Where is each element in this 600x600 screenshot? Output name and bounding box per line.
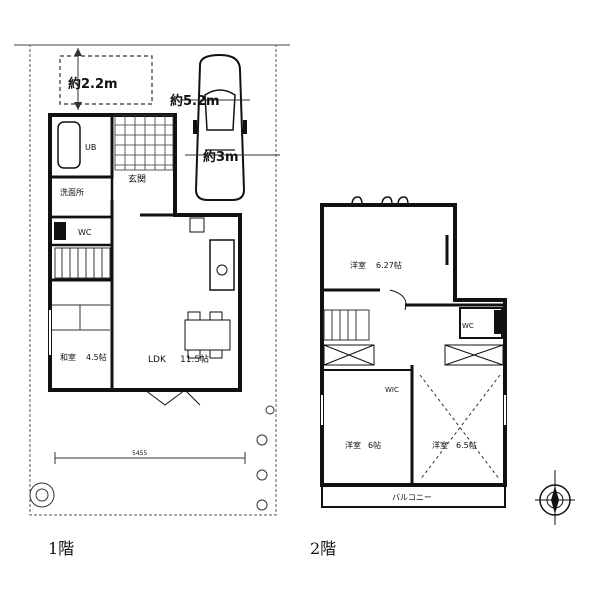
dashed-cross [419,374,501,481]
car-icon [193,53,247,201]
room-2f-top-label: 洋室 [350,260,366,270]
wc-label-2f: WC [462,322,474,330]
room-2f-top-size: 6.27帖 [376,260,402,270]
dim-top-width: 約2.2m [68,76,118,92]
fridge-icon [189,217,205,233]
parking-area-rect [59,55,153,105]
balcony [321,484,506,508]
floor-2-plan: 洋室 6.27帖 WC WIC 洋室 6帖 洋室 6 [320,196,507,508]
ldk-size: 11.5帖 [180,353,209,365]
room-2f-right-size: 6.5帖 [456,440,477,450]
floor-1-label: 1階 [48,539,75,558]
toilet-icon [54,222,66,240]
room-2f-left-label: 洋室 [345,440,361,450]
bath-label: UB [85,143,96,152]
window-bottom [144,389,201,406]
floor-2-label: 2階 [310,539,337,558]
shrub-icons [29,405,275,511]
dim-arrow-down [74,102,82,110]
dim-arrow-up [74,48,82,56]
room-2f-left-size: 6帖 [368,440,381,450]
dim-parking-width: 約3m [203,149,239,165]
kitchen-counter [209,239,235,291]
storage-boxes [323,344,504,366]
sink-icon [216,264,228,276]
washroom-label: 洗面所 [60,187,84,197]
stairs-1f [54,247,111,279]
dim-parking-length: 約5.2m [170,93,220,109]
entrance-tiles [114,114,174,171]
floor-1-outer-wall [48,113,242,392]
washroom [48,175,114,219]
washitsu-size: 4.5帖 [86,352,107,362]
toilet-icon-2f [494,310,502,334]
door-arc [389,289,407,311]
washitsu-tatami [52,304,110,331]
floor-1-plan: 約2.2m 約5.2m 約3m UB 玄関 [14,44,290,516]
window-marks-top [351,196,409,206]
balcony-label: バルコニー [392,493,432,502]
entrance-label: 玄関 [128,173,146,185]
bathtub-icon [57,121,81,169]
compass-icon [535,470,575,525]
ldk-label: LDK [148,355,167,365]
wc-label-1f: WC [78,228,92,237]
washitsu-label: 和室 [60,352,76,362]
stairs-2f [323,309,370,341]
site-width-value: 5455 [132,450,147,457]
dining-table-icon [184,311,231,359]
room-2f-right-label: 洋室 [432,440,448,450]
wic-label: WIC [385,386,399,394]
